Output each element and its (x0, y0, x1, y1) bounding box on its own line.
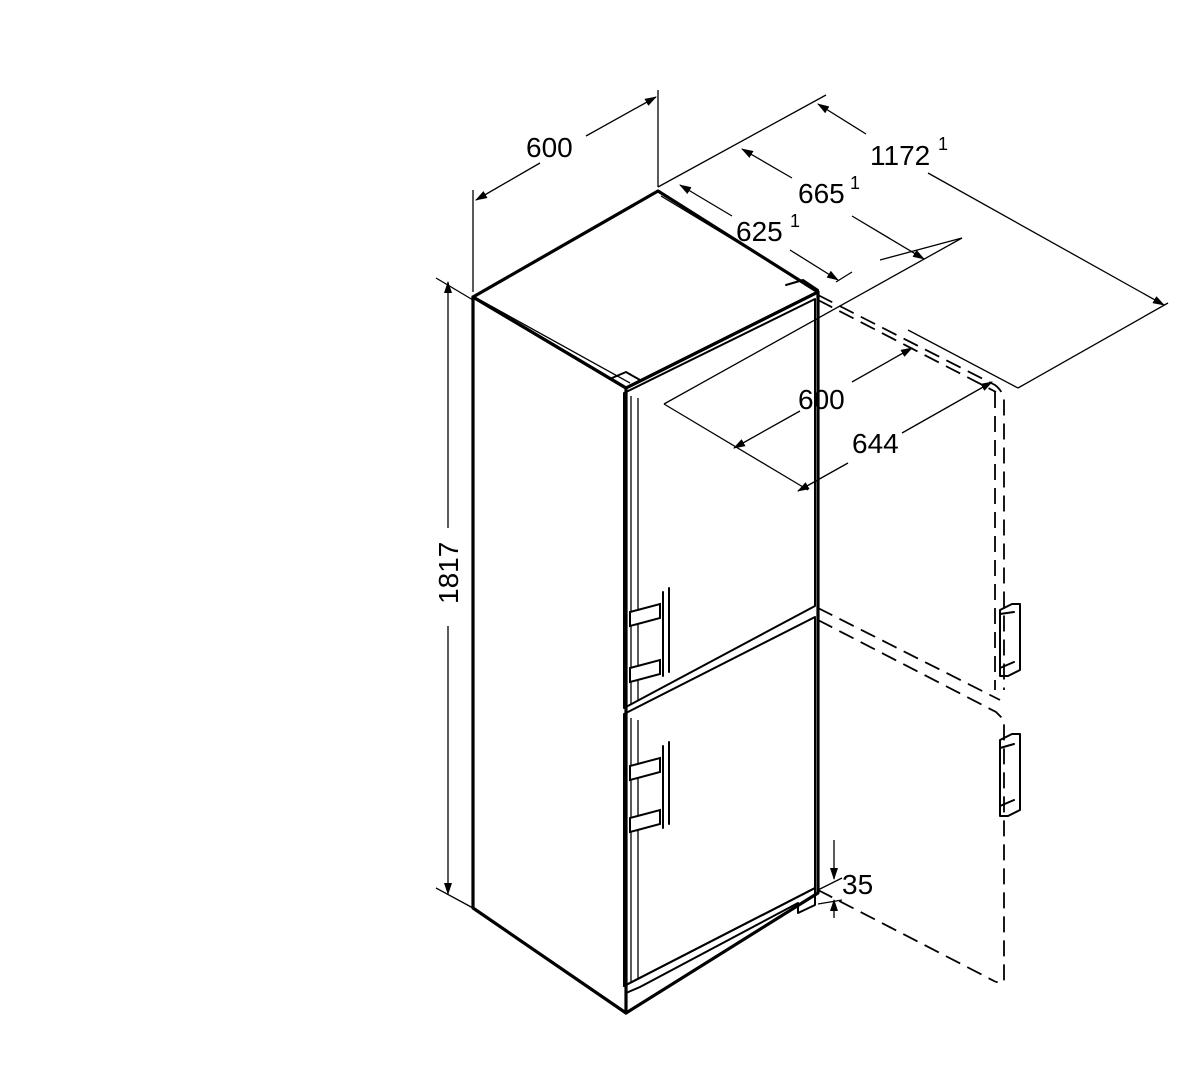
upper-door (623, 298, 816, 709)
left-side-face (471, 295, 628, 1015)
lower-door-handle (629, 741, 670, 834)
label-depth-1172-note: 1 (938, 134, 948, 154)
dim-depth-665: 665 1 (741, 148, 963, 261)
label-depth-625: 625 (736, 216, 783, 247)
dim-height-1817: 1817 (433, 277, 474, 909)
label-plinth-35: 35 (842, 869, 873, 900)
dim-width-600: 600 (472, 90, 659, 292)
label-door-644: 644 (852, 428, 899, 459)
label-depth-625-note: 1 (790, 211, 800, 231)
label-depth-665-note: 1 (850, 173, 860, 193)
label-depth-665: 665 (798, 178, 845, 209)
label-depth-1172: 1172 (870, 140, 930, 171)
appliance-body (471, 189, 820, 1015)
upper-door-handle (629, 587, 670, 684)
front-face (624, 290, 820, 1015)
dim-door-open: 600 644 (663, 237, 1019, 492)
dim-depth-1172: 1172 1 (657, 94, 1169, 389)
label-door-600: 600 (798, 384, 845, 415)
label-height-1817: 1817 (433, 542, 464, 604)
open-door-hinges (999, 603, 1021, 817)
dim-depth-625: 625 1 (679, 184, 853, 283)
lower-door (623, 616, 816, 994)
dim-plinth-35: 35 (817, 840, 873, 918)
open-door-outline (817, 294, 1021, 983)
label-width-600: 600 (526, 132, 573, 163)
